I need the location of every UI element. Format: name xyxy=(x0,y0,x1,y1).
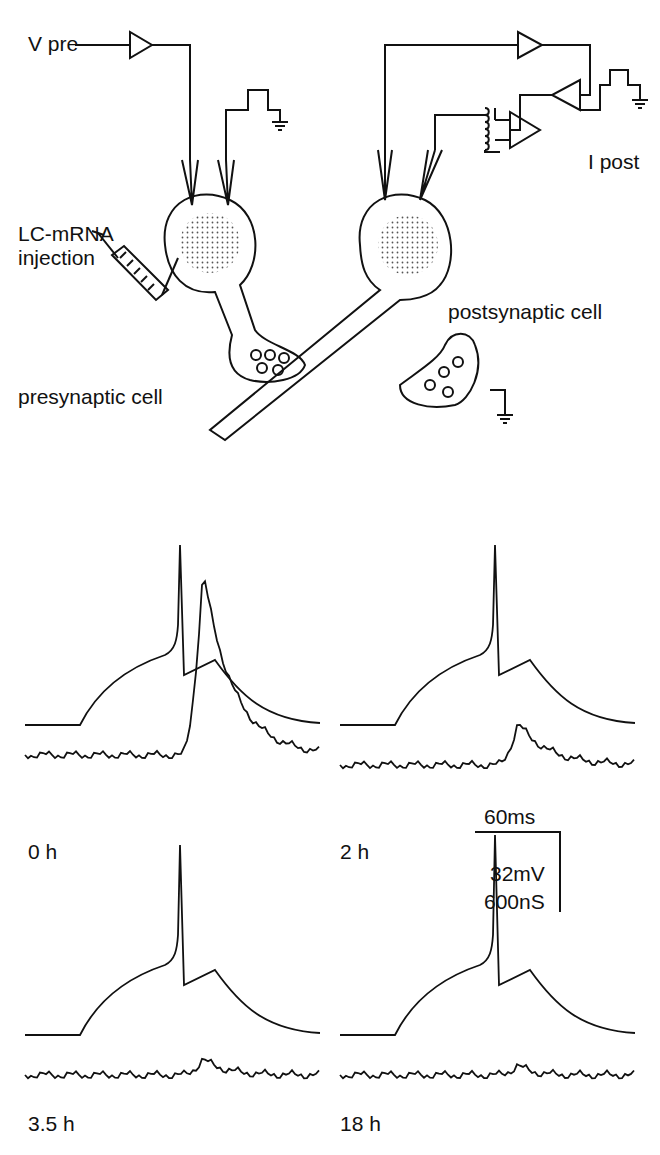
conductance-trace xyxy=(340,725,634,768)
scale-label: 60ms xyxy=(484,805,535,829)
time-label: 3.5 h xyxy=(28,1112,75,1136)
resistor-symbol xyxy=(485,108,489,150)
electrode xyxy=(420,150,442,200)
voltage-trace xyxy=(25,545,320,725)
scale-label: 600nS xyxy=(484,890,545,914)
conductance-trace xyxy=(25,1059,319,1079)
injection-label: LC-mRNA injection xyxy=(18,222,113,270)
voltage-trace xyxy=(340,545,635,725)
scale-label: 32mV xyxy=(490,862,545,886)
voltage-trace xyxy=(25,845,320,1035)
conductance-trace xyxy=(340,1064,634,1078)
conductance-trace xyxy=(25,581,319,758)
time-label: 2 h xyxy=(340,840,369,864)
time-label: 18 h xyxy=(340,1112,381,1136)
time-label: 0 h xyxy=(28,840,57,864)
amplifier xyxy=(130,32,152,58)
signal-name: I post xyxy=(588,150,639,174)
electrode xyxy=(378,150,392,200)
signal-name: V pre xyxy=(28,32,78,56)
voltage-trace xyxy=(340,835,635,1035)
presynaptic-cell xyxy=(165,194,305,382)
cell-label: postsynaptic cell xyxy=(448,300,602,324)
cell-label: presynaptic cell xyxy=(18,385,163,409)
